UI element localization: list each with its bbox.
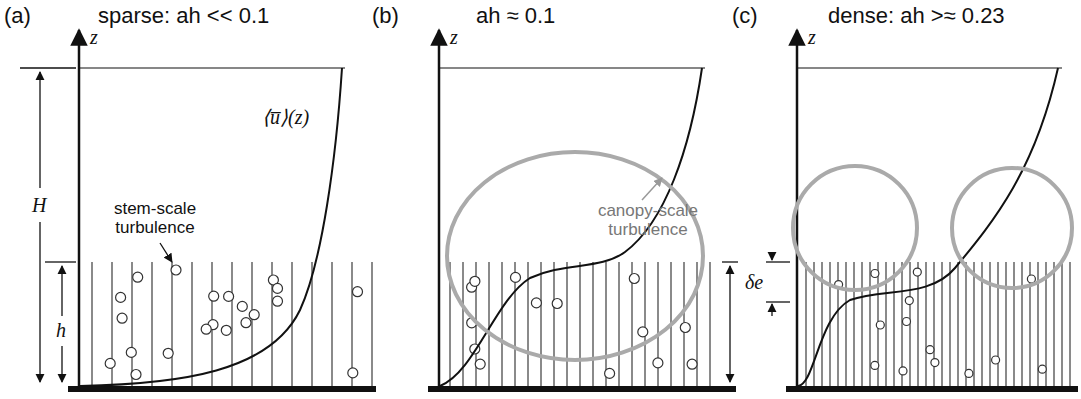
ground [68, 386, 376, 392]
dimension-label: h [56, 319, 66, 341]
velocity-profile [80, 68, 342, 386]
velocity-profile [798, 68, 1058, 386]
panel-title: sparse: ah << 0.1 [98, 4, 269, 28]
canopy-vortex [447, 152, 703, 360]
axis-label: z [450, 26, 458, 48]
surface-line [439, 67, 705, 68]
delta-tick [766, 301, 790, 302]
callout-label: stem-scale turbulence [100, 200, 210, 237]
dim-tick [20, 67, 76, 68]
axis-label: z [90, 26, 98, 48]
panel-title: ah ≈ 0.1 [476, 4, 555, 28]
delta-tick [766, 261, 790, 262]
ground [786, 386, 1078, 392]
dim-arrow [61, 266, 62, 316]
dim-tick [45, 261, 76, 262]
axis-label: z [808, 26, 816, 48]
panel-letter: (b) [372, 4, 399, 28]
canopy-vortex [952, 168, 1072, 288]
stems [92, 262, 1070, 386]
dim-tick [722, 261, 738, 262]
leader-line [160, 243, 172, 262]
callout-label: canopy-scale turbulence [592, 202, 704, 239]
leader-line [642, 178, 662, 200]
dim-arrow [729, 266, 730, 382]
z-axis [438, 30, 441, 389]
panel-letter: (c) [732, 4, 758, 28]
dim-arrow [39, 222, 40, 382]
panel-title: dense: ah >≈ 0.23 [828, 4, 1005, 28]
surface-line [79, 67, 345, 68]
surface-line [797, 67, 1062, 68]
dim-arrow [39, 72, 40, 188]
dim-arrow [61, 346, 62, 382]
delta-arrow [771, 252, 772, 260]
delta-arrow [771, 304, 772, 316]
panel-letter: (a) [4, 4, 31, 28]
profile-label: ⟨u̅⟩(z) [262, 106, 309, 128]
stem-eddies [105, 265, 1046, 380]
dimension-label: H [32, 194, 46, 216]
ground [428, 386, 736, 392]
z-axis [78, 30, 81, 389]
dimension-label: δe [745, 271, 763, 293]
canopy-vortex [793, 166, 917, 290]
